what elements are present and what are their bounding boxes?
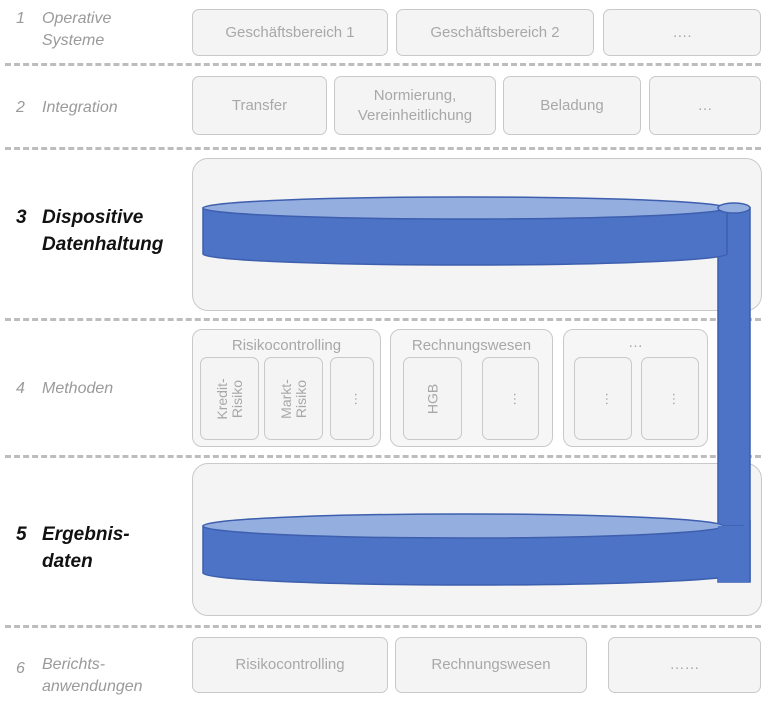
separator-line — [5, 625, 761, 628]
row-label-text: Methoden — [42, 380, 114, 397]
box-bericht-rechnungswesen: Rechnungswesen — [395, 637, 587, 693]
box-operative-more: …. — [603, 9, 761, 56]
dispositive-cylinder-top — [202, 196, 728, 220]
separator-line — [5, 455, 761, 458]
row-label-text: Integration — [42, 99, 118, 116]
row-number: 4 — [16, 380, 25, 397]
method-hgb: HGB — [403, 357, 462, 440]
group-title: … — [628, 334, 643, 351]
row-label-text: Operative Systeme — [42, 10, 112, 49]
box-normierung: Normierung, Vereinheitlichung — [334, 76, 496, 135]
separator-line — [5, 63, 761, 66]
pipe-top-cap — [717, 202, 751, 214]
row-number: 6 — [16, 660, 25, 677]
group-risikocontrolling: Risikocontrolling Kredit- Risiko Markt- … — [192, 329, 381, 447]
row-label-text: Ergebnis- daten — [42, 524, 130, 572]
group-rechnungswesen: Rechnungswesen HGB … — [390, 329, 553, 447]
box-integration-more: … — [649, 76, 761, 135]
separator-line — [5, 147, 761, 150]
row-number: 3 — [16, 207, 27, 228]
box-beladung: Beladung — [503, 76, 641, 135]
box-geschaeftsbereich-1: Geschäftsbereich 1 — [192, 9, 388, 56]
row-label-text: Dispositive Datenhaltung — [42, 207, 164, 255]
group-title: Rechnungswesen — [411, 337, 532, 354]
box-transfer: Transfer — [192, 76, 327, 135]
box-bericht-risikocontrolling: Risikocontrolling — [192, 637, 388, 693]
method-markt-risiko: Markt- Risiko — [264, 357, 323, 440]
dispositive-cylinder-body — [202, 207, 728, 266]
row-number: 2 — [16, 99, 25, 116]
method-risiko-more: … — [330, 357, 374, 440]
box-geschaeftsbereich-2: Geschäftsbereich 2 — [396, 9, 594, 56]
vertical-pipe — [717, 207, 751, 583]
pipe-lower-section — [718, 526, 750, 582]
ergebnis-cylinder-top — [202, 513, 724, 539]
method-kredit-risiko: Kredit- Risiko — [200, 357, 259, 440]
group-title: Risikocontrolling — [231, 337, 342, 354]
row-number: 1 — [16, 10, 25, 27]
row-number: 5 — [16, 524, 27, 545]
separator-line — [5, 318, 761, 321]
method-rechnung-more: … — [482, 357, 539, 440]
row-label-text: Berichts- anwendungen — [42, 656, 143, 695]
box-bericht-more: …… — [608, 637, 761, 693]
method-more: … — [641, 357, 699, 440]
group-methoden-more: … … … — [563, 329, 708, 447]
method-more: … — [574, 357, 632, 440]
